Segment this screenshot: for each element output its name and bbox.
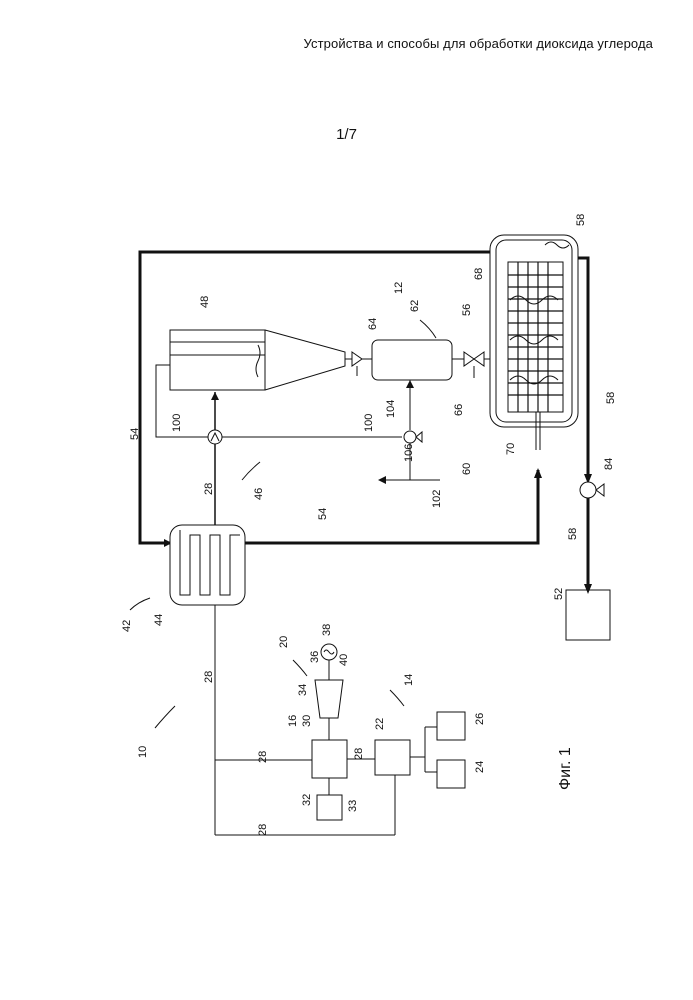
label-20: 20: [278, 636, 290, 648]
label-10: 10: [137, 746, 149, 758]
valve-silo: [352, 352, 362, 376]
label-42: 42: [121, 620, 133, 632]
label-56: 56: [461, 304, 473, 316]
unit-30: [312, 740, 347, 778]
label-70: 70: [505, 443, 517, 455]
label-16: 16: [287, 715, 299, 727]
label-12: 12: [393, 282, 405, 294]
output-line-58: [578, 258, 592, 594]
reactor-60: [490, 235, 578, 450]
label-64: 64: [367, 318, 379, 330]
figure-caption: Фиг. 1: [557, 747, 574, 790]
label-84: 84: [603, 458, 615, 470]
label-24: 24: [474, 761, 486, 773]
label-52: 52: [553, 588, 565, 600]
vessel-62: [362, 340, 490, 430]
label-26: 26: [474, 713, 486, 725]
label-36: 36: [309, 651, 321, 663]
pump-84: [580, 482, 604, 498]
silo-48: [170, 330, 362, 390]
label-100a: 100: [171, 414, 183, 432]
label-58b: 58: [605, 392, 617, 404]
label-44: 44: [153, 614, 165, 626]
label-22: 22: [374, 718, 386, 730]
line-28-top: [211, 392, 219, 525]
label-40: 40: [338, 654, 350, 666]
label-14: 14: [403, 674, 415, 686]
label-102: 102: [431, 490, 443, 508]
label-28d: 28: [257, 824, 269, 836]
label-28c: 28: [257, 751, 269, 763]
label-66: 66: [453, 404, 465, 416]
label-54a: 54: [129, 428, 141, 440]
label-62: 62: [409, 300, 421, 312]
storage-52: [566, 590, 610, 640]
label-32: 32: [301, 794, 313, 806]
label-28e: 28: [353, 748, 365, 760]
label-58c: 58: [567, 528, 579, 540]
unit-22: [375, 740, 410, 775]
label-68: 68: [473, 268, 485, 280]
unit-32: [317, 795, 342, 820]
label-60: 60: [461, 463, 473, 475]
label-104: 104: [385, 400, 397, 418]
label-28a: 28: [203, 671, 215, 683]
label-54b: 54: [317, 508, 329, 520]
label-28b: 28: [203, 483, 215, 495]
label-48: 48: [199, 296, 211, 308]
label-34: 34: [297, 684, 309, 696]
label-46: 46: [253, 488, 265, 500]
heat-exchanger-44: [170, 525, 245, 605]
boxes-24-26: [410, 712, 465, 788]
label-106: 106: [403, 444, 415, 462]
label-30: 30: [301, 715, 313, 727]
label-58a: 58: [575, 214, 587, 226]
label-33: 33: [347, 800, 359, 812]
label-100b: 100: [363, 414, 375, 432]
label-38: 38: [321, 624, 333, 636]
